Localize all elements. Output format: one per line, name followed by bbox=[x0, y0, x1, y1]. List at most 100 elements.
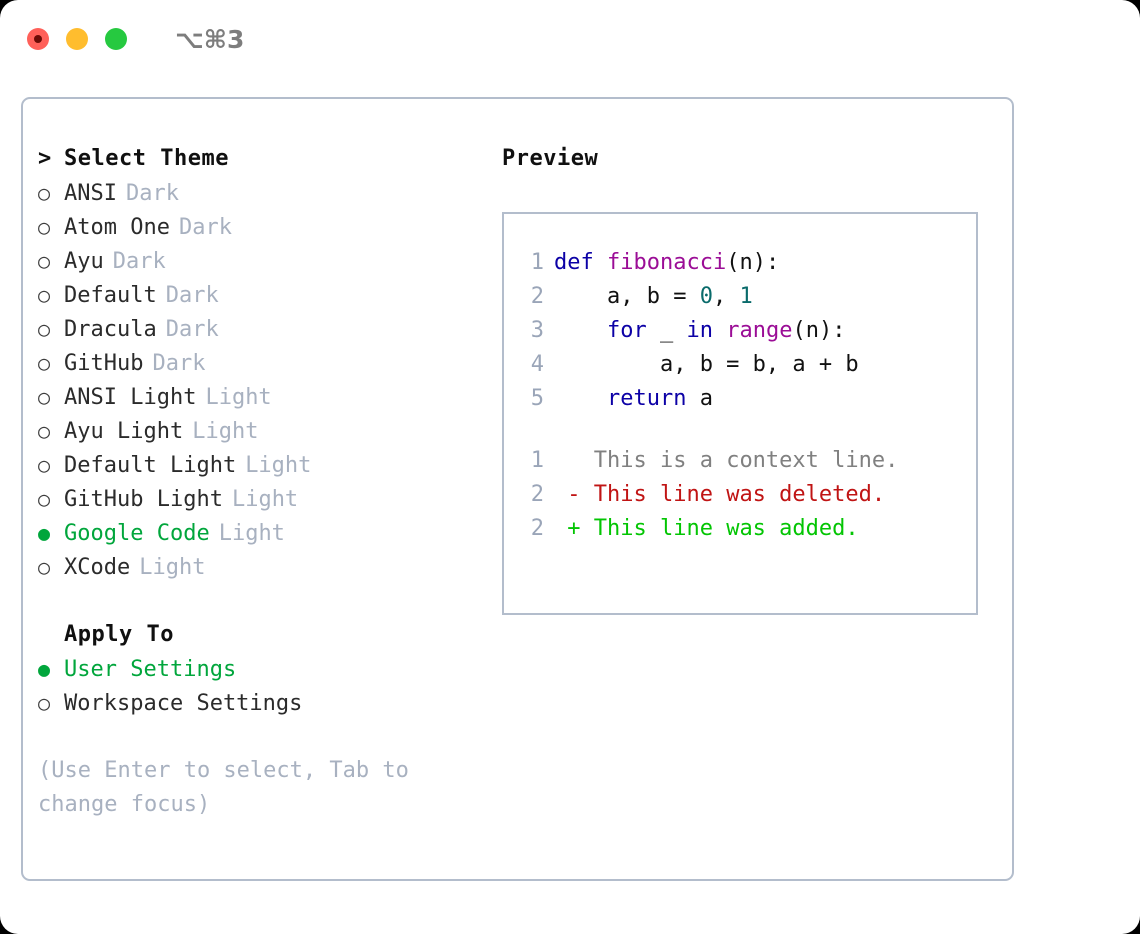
theme-option-row[interactable]: ○ ANSI Dark bbox=[38, 176, 498, 210]
theme-option-name: XCode bbox=[64, 555, 131, 580]
keyboard-hint-text: (Use Enter to select, Tab to change focu… bbox=[38, 758, 409, 817]
theme-option-row[interactable]: ○ Ayu Dark bbox=[38, 244, 498, 278]
code-token: in bbox=[686, 318, 713, 343]
radio-selected-icon[interactable]: ● bbox=[38, 657, 51, 681]
theme-option-row[interactable]: ○ ANSI Light Light bbox=[38, 380, 498, 414]
theme-option-name: ANSI Light bbox=[64, 385, 197, 410]
code-token: 0 bbox=[699, 284, 713, 309]
theme-option-row[interactable]: ○ Default Dark bbox=[38, 278, 498, 312]
theme-option-kind: Dark bbox=[125, 181, 179, 206]
minimize-button-icon[interactable] bbox=[66, 28, 88, 50]
code-token: a, b = b, a + b bbox=[554, 352, 859, 377]
radio-unselected-icon[interactable]: ○ bbox=[38, 249, 51, 273]
diff-line: 2 - This line was deleted. bbox=[518, 478, 898, 512]
radio-unselected-icon[interactable]: ○ bbox=[38, 181, 51, 205]
diff-line: 2 + This line was added. bbox=[518, 512, 898, 546]
apply-to-option-row[interactable]: ● User Settings bbox=[38, 652, 498, 686]
theme-option-kind: Light bbox=[218, 521, 285, 546]
preview-title-label: Preview bbox=[502, 146, 599, 171]
code-line: 4 a, b = b, a + b bbox=[518, 348, 898, 382]
theme-option-row[interactable]: ○ Dracula Dark bbox=[38, 312, 498, 346]
close-button-icon[interactable] bbox=[27, 28, 49, 50]
theme-option-name: Ayu bbox=[64, 249, 104, 274]
theme-option-name: GitHub Light bbox=[64, 487, 223, 512]
code-line: 3 for _ in range(n): bbox=[518, 314, 898, 348]
title-bar: ⌥⌘3 bbox=[0, 0, 1140, 78]
code-token: fibonacci bbox=[606, 250, 727, 275]
code-line-number: 1 bbox=[530, 250, 544, 275]
code-token: return bbox=[606, 386, 687, 411]
keyboard-shortcut-label: ⌥⌘3 bbox=[175, 24, 245, 54]
radio-unselected-icon[interactable]: ○ bbox=[38, 555, 51, 579]
theme-option-name: GitHub bbox=[64, 351, 144, 376]
radio-unselected-icon[interactable]: ○ bbox=[38, 215, 51, 239]
theme-option-kind: Dark bbox=[165, 283, 219, 308]
code-token bbox=[713, 318, 726, 343]
theme-option-kind: Light bbox=[245, 453, 312, 478]
theme-option-row[interactable]: ○ Default Light Light bbox=[38, 448, 498, 482]
diff-text: This line was deleted. bbox=[580, 482, 886, 507]
radio-unselected-icon[interactable]: ○ bbox=[38, 317, 51, 341]
diff-text: This is a context line. bbox=[580, 448, 899, 473]
theme-option-kind: Light bbox=[205, 385, 272, 410]
apply-to-option-name: Workspace Settings bbox=[64, 691, 303, 716]
radio-selected-icon[interactable]: ● bbox=[38, 521, 51, 545]
code-token: for bbox=[606, 318, 647, 343]
code-line-number: 1 bbox=[530, 448, 544, 473]
theme-option-kind: Dark bbox=[112, 249, 166, 274]
code-line-number: 5 bbox=[530, 386, 544, 411]
theme-list-header: >Select Theme bbox=[38, 142, 498, 176]
theme-option-kind: Dark bbox=[152, 351, 206, 376]
apply-to-option-row[interactable]: ○ Workspace Settings bbox=[38, 686, 498, 720]
traffic-light-group bbox=[27, 28, 127, 50]
theme-option-name: Atom One bbox=[64, 215, 170, 240]
code-token: (n): bbox=[726, 250, 780, 275]
code-line-number: 3 bbox=[530, 318, 544, 343]
code-token: 1 bbox=[739, 284, 753, 309]
theme-option-name: Default bbox=[64, 283, 157, 308]
theme-option-kind: Light bbox=[192, 419, 259, 444]
code-token bbox=[554, 386, 607, 411]
section-spacer bbox=[38, 584, 498, 618]
diff-line: 1 This is a context line. bbox=[518, 444, 899, 478]
theme-list-header-label: Select Theme bbox=[64, 146, 229, 171]
theme-option-name: ANSI bbox=[64, 181, 117, 206]
theme-option-name: Default Light bbox=[64, 453, 237, 478]
code-line: 2 a, b = 0, 1 bbox=[518, 280, 898, 314]
radio-unselected-icon[interactable]: ○ bbox=[38, 453, 51, 477]
code-line-number: 2 bbox=[530, 482, 544, 507]
code-line-number: 2 bbox=[530, 284, 544, 309]
apply-to-option-list[interactable]: ● User Settings ○ Workspace Settings bbox=[38, 652, 498, 720]
theme-option-kind: Light bbox=[139, 555, 206, 580]
theme-option-row[interactable]: ○ XCode Light bbox=[38, 550, 498, 584]
radio-unselected-icon[interactable]: ○ bbox=[38, 385, 51, 409]
code-token: , bbox=[712, 284, 740, 309]
diff-marker bbox=[554, 448, 581, 473]
code-token: a bbox=[686, 386, 713, 411]
theme-option-row[interactable]: ○ GitHub Dark bbox=[38, 346, 498, 380]
code-line-number: 2 bbox=[530, 516, 544, 541]
radio-unselected-icon[interactable]: ○ bbox=[38, 691, 51, 715]
code-line: 5 return a bbox=[518, 382, 898, 416]
radio-unselected-icon[interactable]: ○ bbox=[38, 487, 51, 511]
apply-to-option-name: User Settings bbox=[64, 657, 237, 682]
maximize-button-icon[interactable] bbox=[105, 28, 127, 50]
code-diff-separator bbox=[518, 416, 898, 444]
diff-text: This line was added. bbox=[580, 516, 859, 541]
theme-option-name: Dracula bbox=[64, 317, 157, 342]
diff-marker: + bbox=[554, 516, 581, 541]
radio-unselected-icon[interactable]: ○ bbox=[38, 283, 51, 307]
theme-option-kind: Dark bbox=[165, 317, 219, 342]
radio-unselected-icon[interactable]: ○ bbox=[38, 419, 51, 443]
radio-unselected-icon[interactable]: ○ bbox=[38, 351, 51, 375]
